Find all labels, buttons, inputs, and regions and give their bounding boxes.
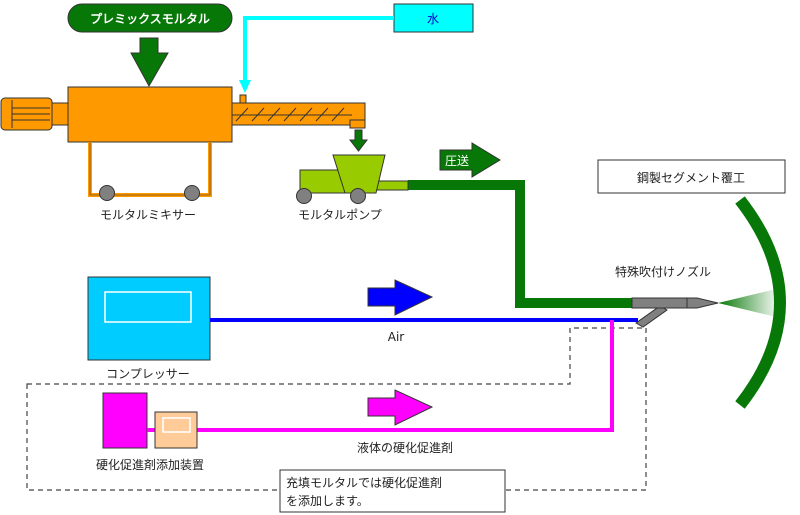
segment-label-box: 鋼製セグメント覆工: [597, 159, 786, 194]
air-label: Air: [388, 330, 405, 344]
premix-label: プレミックスモルタル: [90, 11, 210, 26]
note-line-2: を添加します。: [286, 494, 369, 508]
note-line-1: 充填モルタルでは硬化促進剤: [286, 475, 442, 490]
accelerator-line: [197, 320, 614, 432]
mortar-pipe: [408, 180, 636, 308]
pressure-feed-label: 圧送: [445, 153, 469, 168]
compressor: [87, 276, 211, 361]
water-arrow-icon: [239, 80, 251, 93]
water-box: 水: [393, 3, 474, 33]
water-label: 水: [427, 12, 439, 26]
special-spray-nozzle: [631, 297, 719, 328]
mortar-mixer: [0, 86, 366, 201]
spray-cone: [718, 288, 780, 318]
pump-label: モルタルポンプ: [298, 208, 382, 222]
mixer-outlet-arrow-icon: [348, 129, 369, 152]
air-arrow-icon: [367, 279, 434, 316]
accelerator-liquid-label: 液体の硬化促進剤: [357, 440, 453, 455]
accelerator-dashed-boundary: [26, 327, 647, 491]
accelerator-device: [102, 392, 198, 449]
mixer-label: モルタルミキサー: [100, 208, 196, 222]
compressor-label: コンプレッサー: [106, 367, 190, 381]
pressure-feed-arrow: 圧送: [439, 142, 501, 178]
segment-label: 鋼製セグメント覆工: [637, 171, 745, 185]
mortar-pump: [296, 154, 409, 204]
premix-mortar-badge: プレミックスモルタル: [67, 3, 233, 33]
accelerator-device-label: 硬化促進剤添加装置: [96, 457, 204, 472]
nozzle-label: 特殊吹付けノズル: [615, 264, 711, 279]
accelerator-arrow-icon: [367, 389, 434, 426]
premix-down-arrow-icon: [130, 37, 169, 88]
water-line: [243, 16, 394, 82]
note-box: 充填モルタルでは硬化促進剤 を添加します。: [279, 469, 506, 513]
